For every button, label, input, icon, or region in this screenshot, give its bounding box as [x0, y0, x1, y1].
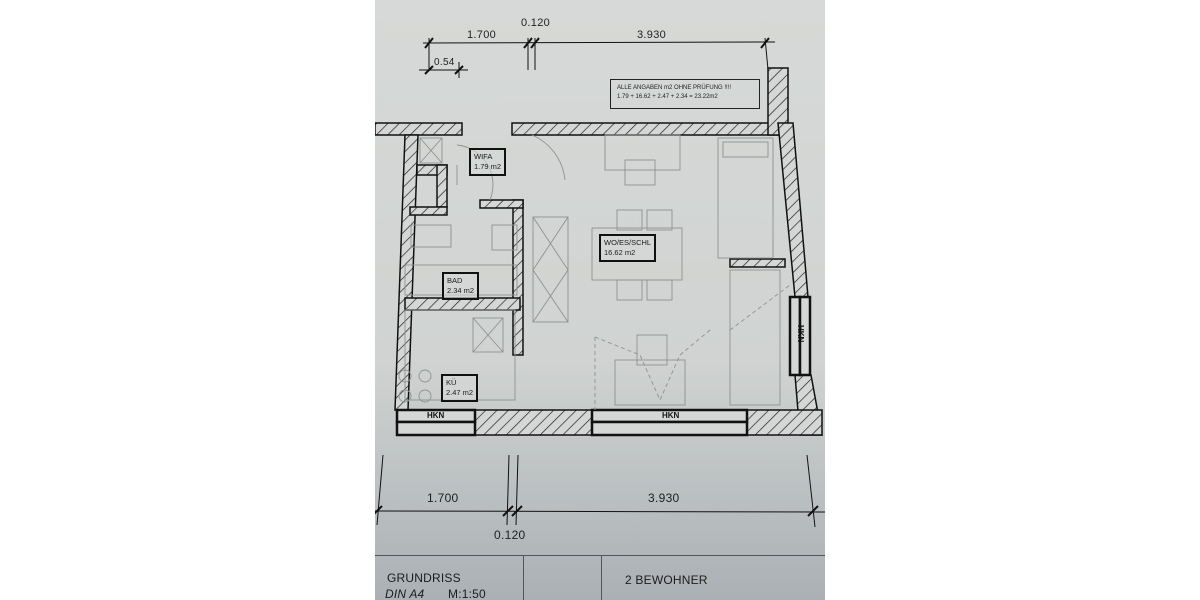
drawing-scale: M:1:50 [448, 587, 486, 600]
room-label-kue: KÜ 2.47 m2 [441, 374, 479, 402]
dim-top-right: 3.930 [637, 29, 667, 41]
dim-top-left: 1.700 [467, 29, 497, 41]
room-label-wohnen: WO/ES/SCHL 16.62 m2 [599, 234, 657, 262]
window-label-kitchen: HKN [427, 411, 445, 420]
area-note-line2: 1.79 + 16.62 + 2.47 + 2.34 = 23.22m2 [617, 94, 718, 100]
floor-plan-drawing [375, 37, 825, 528]
floor-plan-sheet: 1.700 0.120 3.930 0.54 ALLE ANGABEN m2 O… [375, 0, 825, 600]
windows [395, 295, 812, 437]
drawing-title: GRUNDRISS [387, 571, 461, 585]
bottom-dimension-chain [375, 454, 825, 528]
walls [375, 67, 823, 436]
dim-bottom-gap: 0.120 [494, 528, 526, 542]
room-label-bad: BAD 2.34 m2 [442, 272, 480, 300]
window-label-living: HKN [662, 411, 680, 420]
title-block: GRUNDRISS DIN A4 M:1:50 2 BEWOHNER [375, 555, 825, 600]
dim-bottom-right: 3.930 [648, 491, 680, 505]
room-label-wifa: WIFA 1.79 m2 [469, 148, 507, 176]
area-note-line1: ALLE ANGABEN m2 OHNE PRÜFUNG !!!! [617, 85, 732, 91]
window-label-bedroom: HKN [796, 325, 805, 343]
dim-top-sub: 0.54 [434, 57, 455, 68]
occupants-label: 2 BEWOHNER [625, 573, 708, 587]
title-block-cell-title [375, 556, 524, 600]
dim-top-gap: 0.120 [521, 17, 551, 29]
paper-format: DIN A4 [385, 587, 425, 600]
area-note-box: ALLE ANGABEN m2 OHNE PRÜFUNG !!!! 1.79 +… [610, 79, 760, 109]
furniture [398, 134, 791, 410]
title-block-cell-empty [524, 556, 602, 600]
dim-bottom-left: 1.700 [427, 491, 459, 505]
